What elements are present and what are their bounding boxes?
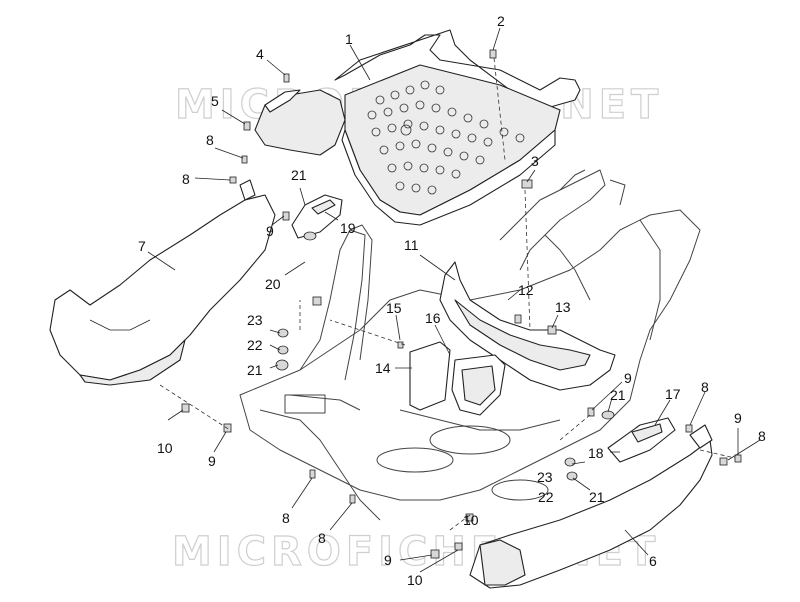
callout-10-left: 10 [157, 440, 173, 456]
callout-21-top: 21 [291, 167, 307, 183]
callout-5: 5 [211, 93, 219, 109]
callout-1: 1 [345, 31, 353, 47]
callout-8-left: 8 [182, 171, 190, 187]
callout-7: 7 [138, 238, 146, 254]
callout-labels: 1 2 3 4 5 6 7 8 8 8 8 8 8 9 9 9 9 9 10 1… [138, 13, 766, 588]
callout-12: 12 [518, 282, 534, 298]
callout-2: 2 [497, 13, 505, 29]
callout-9-right: 9 [624, 370, 632, 386]
callout-3: 3 [531, 153, 539, 169]
callout-8-bottom: 8 [318, 530, 326, 546]
callout-23-left: 23 [247, 312, 263, 328]
leader-lines [147, 27, 761, 573]
floor-panel-holes [367, 80, 525, 195]
callout-19: 19 [340, 220, 356, 236]
part-bracket-18 [607, 417, 676, 463]
part-left-side-cover [49, 179, 276, 386]
callout-16: 16 [425, 310, 441, 326]
callout-9-far-right: 9 [734, 410, 742, 426]
part-bracket-19 [291, 194, 343, 239]
assembly-lines [159, 57, 736, 531]
callout-22-left: 22 [247, 337, 263, 353]
part-leg-shield-inner [439, 261, 616, 391]
callout-8-bottom-left: 8 [282, 510, 290, 526]
callout-17: 17 [665, 386, 681, 402]
callout-8-top: 8 [206, 132, 214, 148]
callout-20: 20 [265, 276, 281, 292]
callout-6: 6 [649, 553, 657, 569]
callout-18: 18 [588, 445, 604, 461]
callout-23-right: 23 [537, 469, 553, 485]
callout-11: 11 [404, 237, 419, 253]
part-panel-14 [409, 341, 451, 411]
part-panel-16 [451, 354, 506, 416]
callout-21-left: 21 [247, 362, 263, 378]
callout-10-bottom: 10 [463, 512, 479, 528]
fasteners [181, 49, 742, 559]
callout-8-far-right: 8 [758, 428, 766, 444]
callout-9-upper: 9 [266, 223, 274, 239]
callout-15: 15 [386, 300, 402, 316]
callout-4: 4 [256, 46, 264, 62]
part-lower-side-cover [469, 424, 713, 589]
callout-21-bottom: 21 [589, 489, 605, 505]
part-floor-panel [334, 29, 581, 226]
callout-14: 14 [375, 360, 391, 376]
callout-10-bottom-lower: 10 [407, 572, 423, 588]
part-side-bracket [254, 89, 346, 156]
callout-9-lower-left: 9 [208, 453, 216, 469]
callout-22-right: 22 [538, 489, 554, 505]
callout-13: 13 [555, 299, 571, 315]
callout-9-bottom: 9 [384, 552, 392, 568]
callout-21-right: 21 [610, 387, 626, 403]
callout-8-right: 8 [701, 379, 709, 395]
